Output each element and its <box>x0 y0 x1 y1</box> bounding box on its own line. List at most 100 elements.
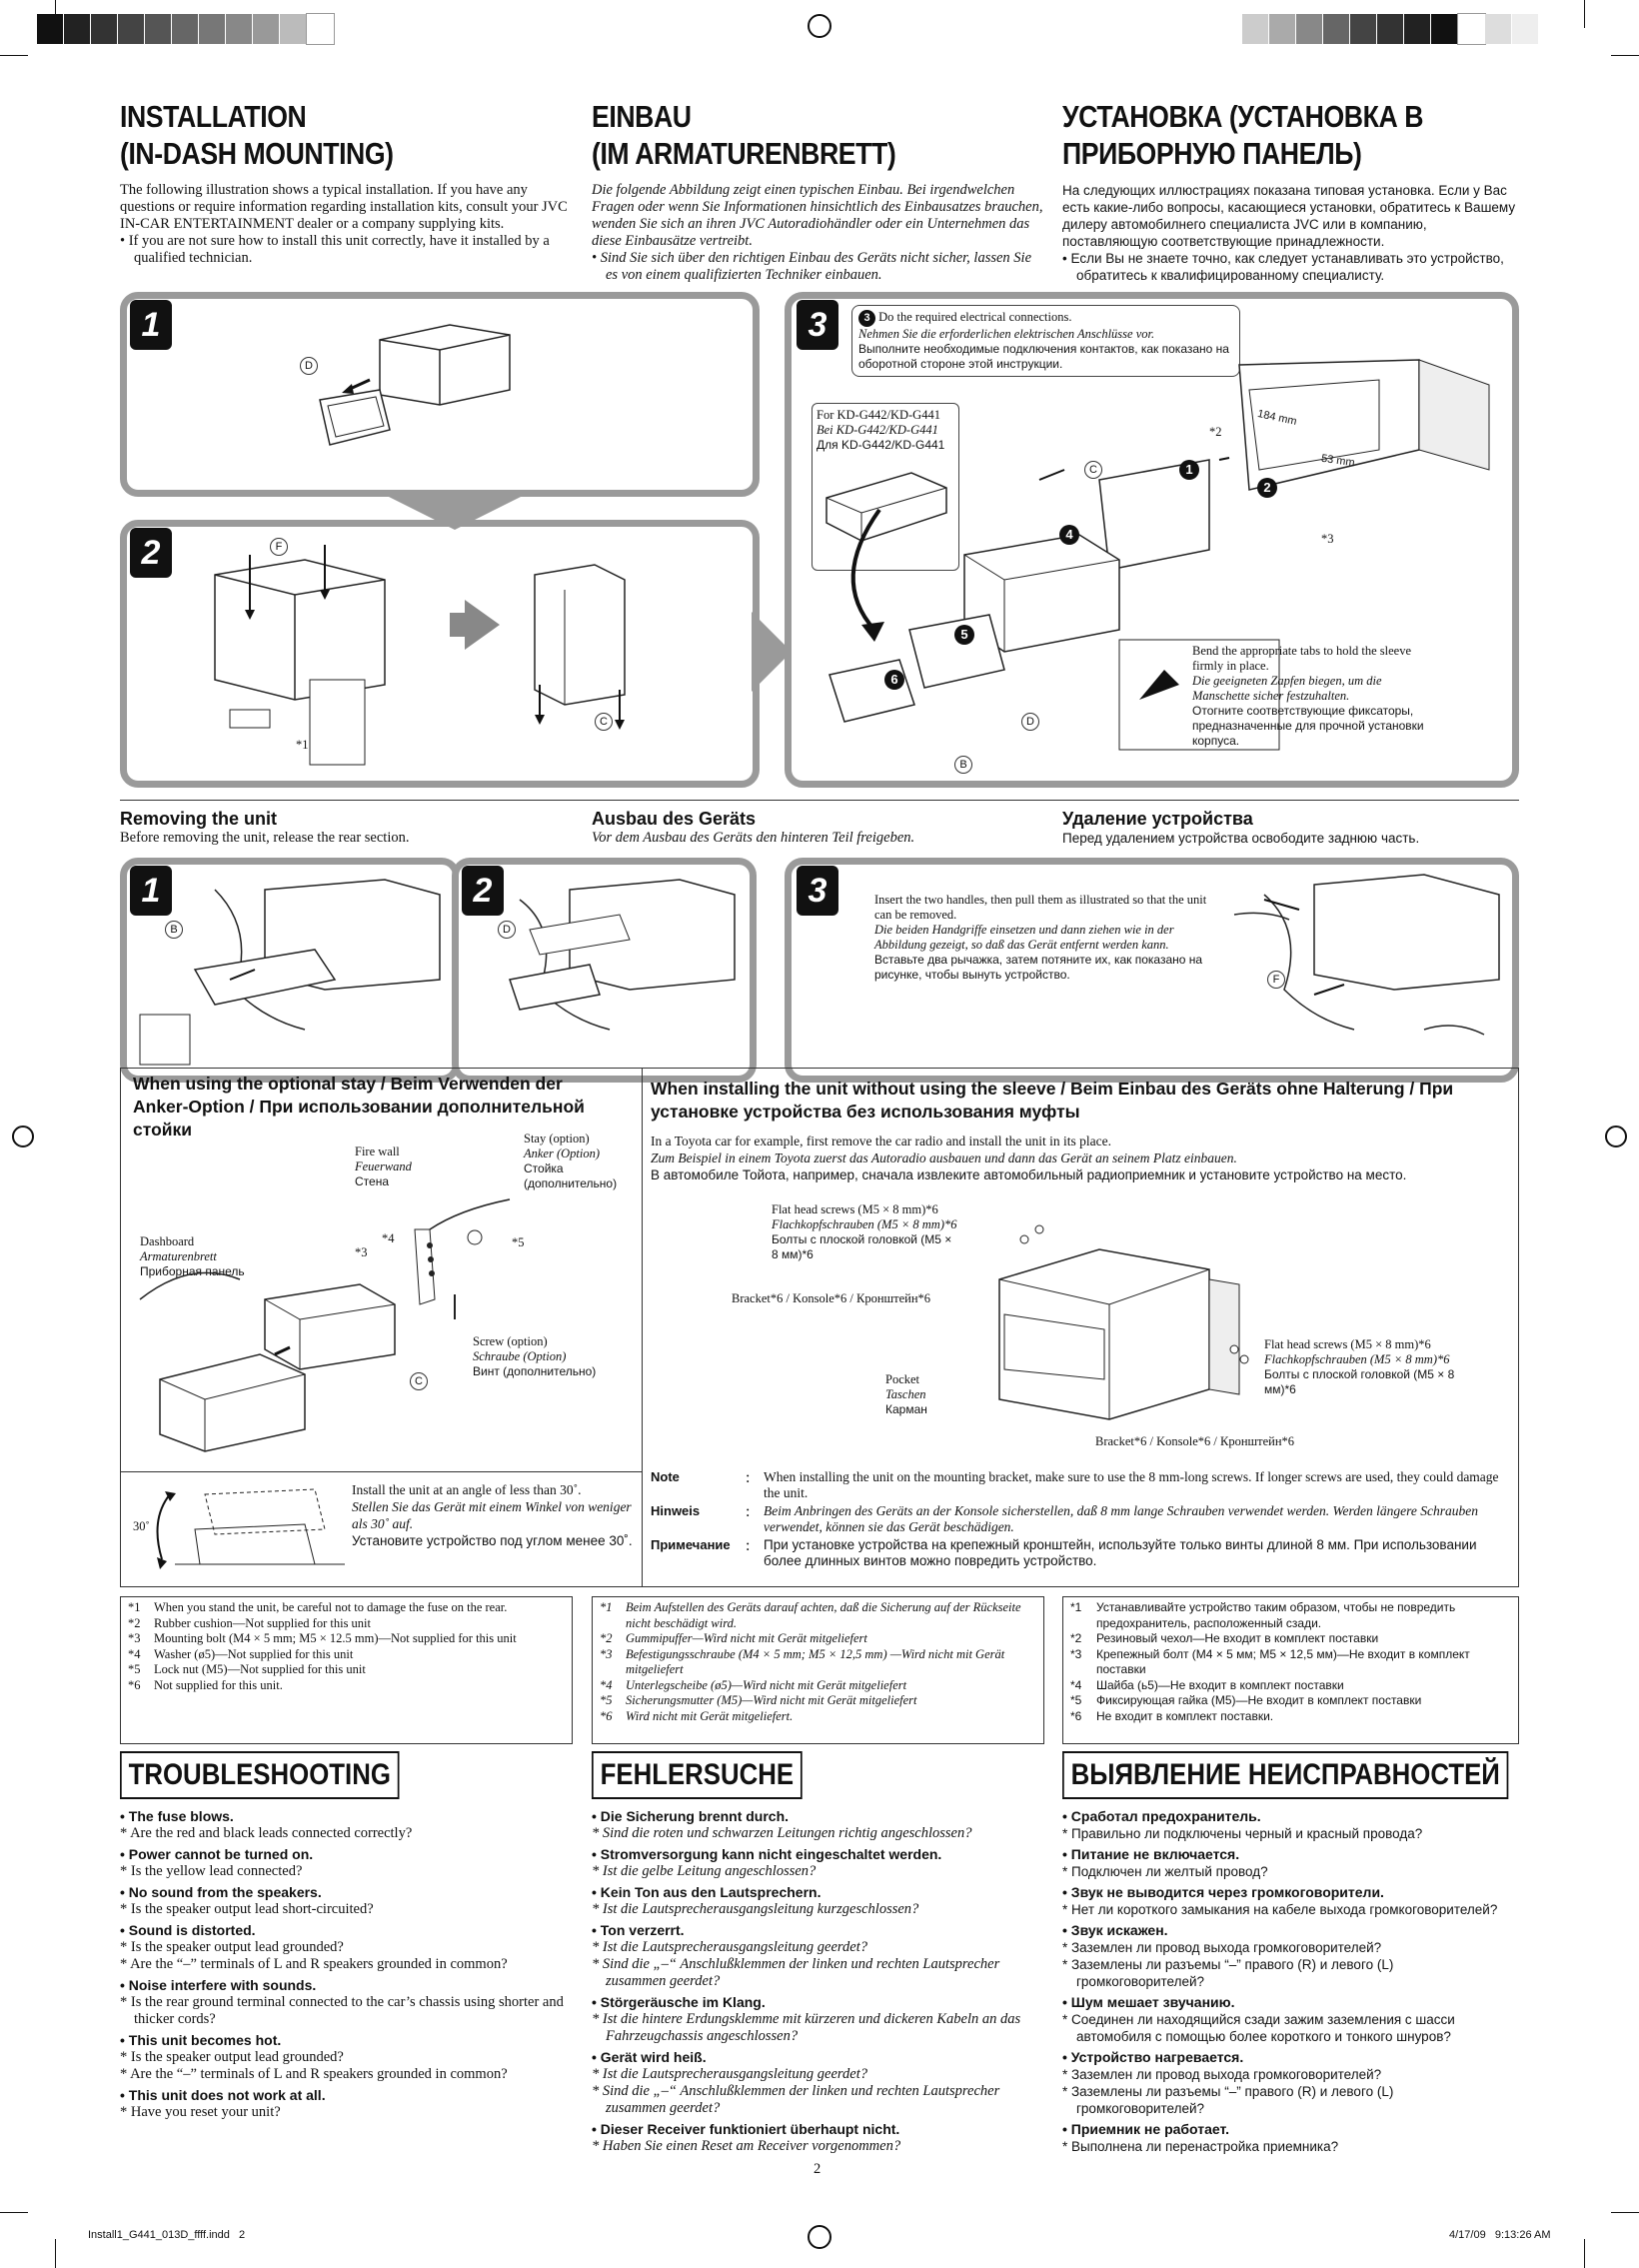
angle-de: Stellen Sie das Gerät mit einem Winkel v… <box>352 1499 632 1531</box>
label-c-step3: C <box>1084 460 1102 479</box>
trouble-question-text: The fuse blows. <box>128 1808 234 1824</box>
pocket-label: Pocket Taschen Карман <box>885 1372 927 1417</box>
footnotes-ru-box <box>1062 1596 1519 1744</box>
footnote-marker: *2 <box>600 1631 613 1645</box>
footnote-marker: *3 <box>600 1646 613 1661</box>
footnote-text: Mounting bolt (M4 × 5 mm; M5 × 12.5 mm)—… <box>154 1631 517 1645</box>
sleeve-en: In a Toyota car for example, first remov… <box>651 1134 1112 1148</box>
note-colon: : <box>746 1503 751 1520</box>
trouble-question-text: Ton verzerrt. <box>600 1922 685 1938</box>
trouble-answer-text: Ist die Lautsprecherausgangsleitung kurz… <box>602 1901 919 1917</box>
label-d-step3: D <box>1021 712 1039 731</box>
trouble-question-text: Gerät wird heiß. <box>600 2049 707 2065</box>
label-d-text: D <box>1021 713 1039 731</box>
crop-mark-icon <box>0 2212 28 2213</box>
install-step3-number: 3 <box>797 300 838 350</box>
footnotes-de-box <box>592 1596 1044 1744</box>
note-text: When installing the unit on the mounting… <box>764 1469 1499 1500</box>
removing-column-en: Removing the unit Before removing the un… <box>120 808 575 847</box>
intro-text: Die folgende Abbildung zeigt einen typis… <box>592 182 1043 249</box>
trouble-answer-text: Have you reset your unit? <box>130 2104 281 2120</box>
footnote-marker: *3 <box>128 1631 141 1645</box>
title-line1: EINBAU <box>592 99 692 134</box>
dashboard-label: Dashboard Armaturenbrett Приборная панел… <box>140 1234 245 1279</box>
callout-1: 1 <box>1179 460 1199 480</box>
trouble-question-text: Звук искажен. <box>1070 1922 1168 1938</box>
registration-bar-right <box>1242 13 1539 45</box>
marker-3: *3 <box>355 1245 368 1259</box>
removing-step3-text: Insert the two handles, then pull them a… <box>874 893 1219 983</box>
removing-step3-number: 3 <box>797 866 838 916</box>
label-b: B <box>165 920 183 939</box>
trouble-question: • This unit does not work at all. <box>120 2087 326 2103</box>
footnote-marker: *4 <box>600 1677 613 1692</box>
note-row: Hinweis:Beim Anbringen des Geräts an der… <box>651 1503 1500 1537</box>
trouble-answer-text: Sind die „–“ Anschlußklemmen der linken … <box>602 1956 1000 1989</box>
label-d-remove: D <box>498 920 516 939</box>
footnote-marker: *1 <box>128 1600 141 1614</box>
dashboard-installation-diagram <box>828 359 1490 751</box>
removing-step1-number: 1 <box>130 866 172 916</box>
footnote-text: Крепежный болт (M4 × 5 мм; M5 × 12,5 мм)… <box>1096 1646 1470 1677</box>
label-f-text: F <box>1267 971 1285 989</box>
intro-bullet: • Если Вы не знаете точно, как следует у… <box>1062 251 1504 283</box>
footer-date: 4/17/09 9:13:26 AM <box>1449 2229 1551 2241</box>
step3-note-ru: Выполните необходимые подключения контак… <box>858 342 1229 371</box>
trouble-answer-text: Sind die „–“ Anschlußklemmen der linken … <box>602 2083 1000 2116</box>
footnote-marker: *6 <box>1070 1708 1082 1723</box>
intro-bullet: • If you are not sure how to install thi… <box>120 233 550 266</box>
trouble-answer: * Is the speaker output lead grounded? <box>120 2049 344 2065</box>
crop-mark-icon <box>55 0 56 28</box>
callout-2-text: 2 <box>1257 478 1277 498</box>
trouble-question: • Звук не выводится через громкоговорите… <box>1062 1884 1384 1900</box>
trouble-answer: * Is the speaker output lead grounded? <box>120 1939 344 1955</box>
trouble-answer: * Правильно ли подключены черный и красн… <box>1062 1826 1423 1841</box>
trouble-answer-text: Нет ли короткого замыкания на кабеле вых… <box>1071 1902 1498 1917</box>
trouble-answer: * Подключен ли желтый провод? <box>1062 1864 1268 1879</box>
angle-diagram <box>156 1488 345 1569</box>
footnote-marker: *5 <box>600 1693 613 1707</box>
removing-heading: Удаление устройства <box>1062 809 1253 829</box>
trouble-question-text: Noise interfere with sounds. <box>128 1977 317 1993</box>
trouble-answer: * Заземлен ли провод выхода громкоговори… <box>1062 1940 1382 1955</box>
fhs-ru: Болты с плоской головкой (M5 × 8 мм)*6 <box>772 1232 952 1261</box>
trouble-answer: * Are the “–” terminals of L and R speak… <box>120 2066 508 2082</box>
crop-mark-icon <box>1584 2239 1585 2268</box>
label-b-text: B <box>165 921 183 939</box>
title-line1: УСТАНОВКА (УСТАНОВКА В <box>1062 99 1424 134</box>
trouble-answer: * Are the “–” terminals of L and R speak… <box>120 1956 508 1972</box>
callout-6: 6 <box>884 670 904 690</box>
callout-1-text: 1 <box>1179 460 1199 480</box>
trouble-answer-text: Sind die roten und schwarzen Leitungen r… <box>602 1825 972 1841</box>
footnote-marker-3: *3 <box>1321 532 1334 546</box>
trouble-answer-text: Ist die Lautsprecherausgangsleitung geer… <box>602 2066 868 2082</box>
screw-en: Screw (option) <box>473 1334 548 1348</box>
intro-bullet-text: Sind Sie sich über den richtigen Einbau … <box>600 250 1032 283</box>
pocket-ru: Карман <box>885 1402 927 1416</box>
trouble-question-text: This unit becomes hot. <box>128 2032 282 2048</box>
trouble-question-text: Приемник не работает. <box>1070 2121 1230 2137</box>
trouble-answer: * Is the speaker output lead short-circu… <box>120 1901 374 1917</box>
flat-head-screws-label-2: Flat head screws (M5 × 8 mm)*6 Flachkopf… <box>1264 1337 1474 1397</box>
trouble-answer-text: Is the speaker output lead short-circuit… <box>130 1901 374 1917</box>
intro-text: The following illustration shows a typic… <box>120 182 568 232</box>
angle-ru: Установите устройство под углом менее 30… <box>352 1533 633 1548</box>
trouble-answer-text: Ist die gelbe Leitung angeschlossen? <box>602 1863 817 1879</box>
trouble-question-text: Dieser Receiver funktioniert überhaupt n… <box>600 2121 900 2137</box>
callout-4: 4 <box>1059 525 1079 545</box>
trouble-question-text: Шум мешает звучанию. <box>1070 1994 1235 2010</box>
label-d: D <box>300 356 318 375</box>
dashboard-ru: Приборная панель <box>140 1264 245 1278</box>
trouble-answer-text: Are the “–” terminals of L and R speaker… <box>130 2066 508 2082</box>
fhs-de: Flachkopfschrauben (M5 × 8 mm)*6 <box>772 1217 957 1231</box>
trouble-question-text: Kein Ton aus den Lautsprechern. <box>600 1884 821 1900</box>
troubleshooting-title: TROUBLESHOOTING <box>120 1751 400 1799</box>
